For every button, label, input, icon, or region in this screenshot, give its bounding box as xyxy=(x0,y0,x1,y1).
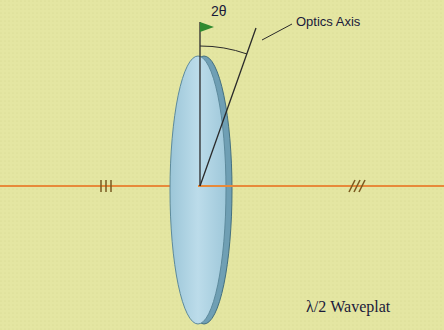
axis-label: Optics Axis xyxy=(296,15,360,29)
light-beam xyxy=(198,185,444,187)
component-label: λ/2 Waveplat xyxy=(306,298,390,316)
optic-axis-line xyxy=(200,28,256,186)
waveplate xyxy=(170,56,226,324)
leader-line xyxy=(262,24,292,40)
angle-arc xyxy=(200,46,247,54)
light-beam xyxy=(0,185,198,187)
polarization-marks xyxy=(101,180,111,192)
angle-label: 2θ xyxy=(211,4,227,19)
vertical-reference xyxy=(199,22,200,186)
flag xyxy=(200,22,214,32)
polarization-marks xyxy=(349,180,365,192)
